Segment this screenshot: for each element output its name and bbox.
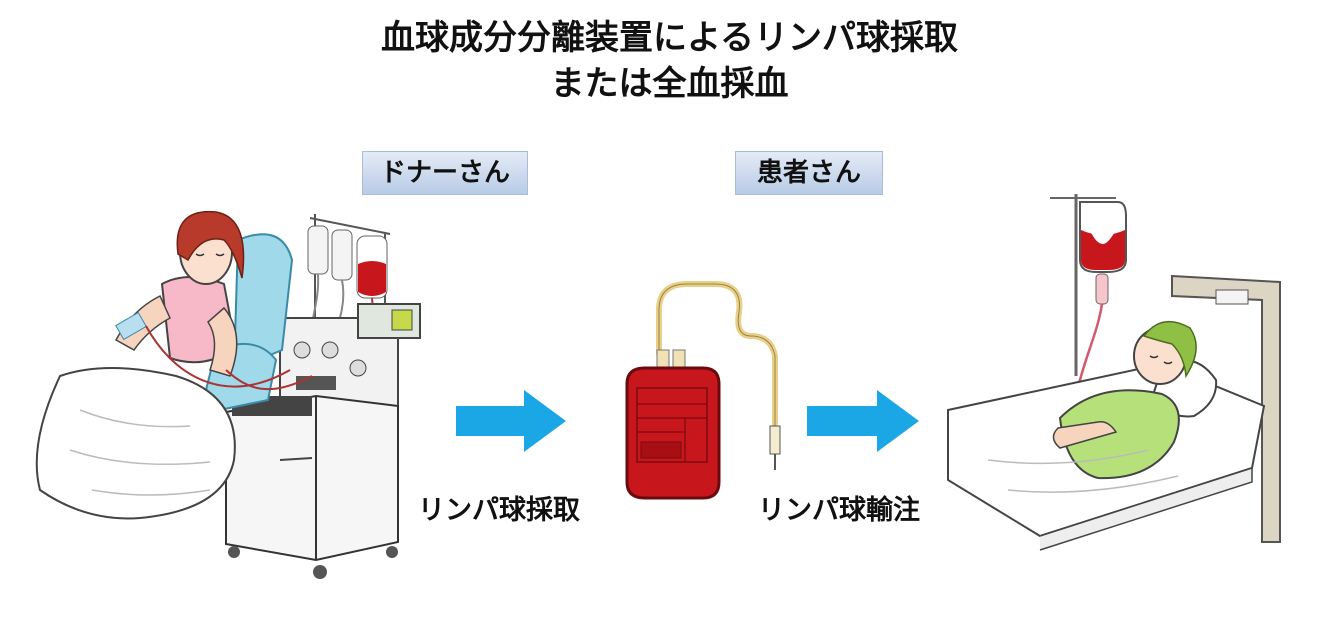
- diagram-subtitle: または全血採血: [550, 64, 789, 104]
- patient-label: 患者さん: [735, 151, 883, 195]
- right-arrow-icon: [456, 390, 566, 452]
- donor-apheresis-illustration: [35, 210, 421, 579]
- lymphocyte-collection-label: リンパ球採取: [418, 495, 580, 526]
- lymphocyte-infusion-label: リンパ球輸注: [758, 495, 920, 526]
- right-arrow-icon: [807, 390, 919, 452]
- blood-bag-icon: [625, 281, 781, 500]
- diagram-title: 血球成分分離装置によるリンパ球採取: [381, 18, 958, 58]
- donor-label: ドナーさん: [362, 151, 528, 195]
- patient-in-bed-illustration: [947, 194, 1281, 551]
